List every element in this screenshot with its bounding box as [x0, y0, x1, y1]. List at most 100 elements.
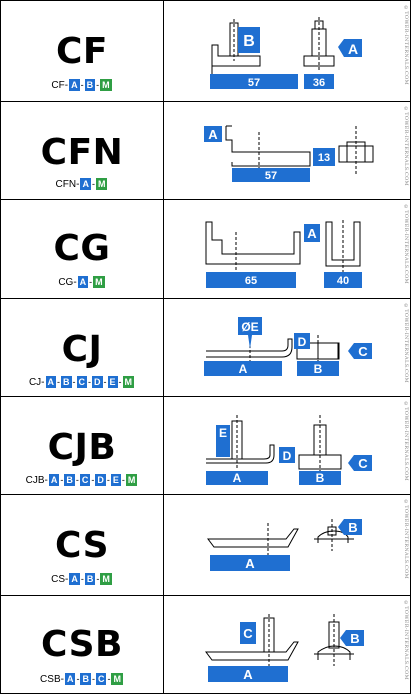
dim-e-arrow — [248, 335, 252, 349]
param-m: M — [100, 79, 112, 91]
width-57-label: 57 — [248, 77, 260, 89]
watermark: ©TOWER-INTERNALS.COM — [403, 5, 409, 85]
code-cell: CFN CFN-A-M — [1, 102, 164, 199]
param-e: E — [110, 474, 121, 486]
diagram-cell: C B A ©TOWER-INTERNALS.COM — [164, 596, 410, 693]
row-csb: CSB CSB-A-B-C-M C B — [1, 596, 410, 693]
dim-c-tag — [348, 455, 372, 471]
part-number: CFN-A-M — [55, 178, 108, 190]
param-m: M — [111, 673, 123, 685]
code-cell: CS CS-A-B-M — [1, 495, 164, 595]
param-c: C — [95, 673, 107, 685]
param-a: A — [77, 276, 89, 288]
part-number: CJB-A-B-C-D-E-M — [25, 474, 138, 486]
csb-diagram: C B A — [205, 614, 364, 682]
diagram-cell: A 65 40 ©TOWER-INTERNALS.COM — [164, 200, 410, 298]
dim-b-label: B — [314, 362, 323, 376]
width-40-bar — [324, 272, 362, 288]
code-cell: CF CF-A-B-M — [1, 1, 164, 101]
param-c: C — [76, 376, 88, 388]
dim-a-bar — [206, 471, 268, 485]
dim-b-bar — [297, 361, 339, 376]
watermark: ©TOWER-INTERNALS.COM — [403, 204, 409, 284]
dim-c-label: C — [358, 456, 368, 471]
watermark: ©TOWER-INTERNALS.COM — [403, 600, 409, 680]
part-prefix: CF- — [51, 79, 69, 91]
width-65-label: 65 — [245, 275, 257, 287]
width-36-label: 36 — [313, 77, 325, 89]
part-number: CJ-A-B-C-D-E-M — [28, 376, 135, 388]
height-13-box — [313, 148, 335, 166]
param-d: D — [95, 474, 106, 486]
dim-b-tag — [338, 519, 362, 535]
param-m: M — [95, 178, 108, 190]
part-prefix: CFN- — [55, 178, 80, 190]
row-cs: CS CS-A-B-M B A ©TOWER-INTERNA — [1, 495, 410, 596]
part-number: CS-A-B-M — [51, 573, 112, 585]
dim-a-bar — [208, 666, 288, 682]
width-57-label: 57 — [265, 170, 277, 182]
diagram-cell: ØE D C A B ©TOWER-INTERNALS.COM — [164, 299, 410, 396]
diagram-cell: A 13 57 ©TOWER-INTERNALS.COM — [164, 102, 410, 199]
dim-b-box — [238, 27, 260, 53]
width-57-bar — [232, 168, 310, 182]
row-cj: CJ CJ-A-B-C-D-E-M ØE D C — [1, 299, 410, 397]
width-57-bar — [210, 74, 298, 89]
param-m: M — [100, 573, 112, 585]
dim-a-box — [204, 126, 222, 142]
row-cfn: CFN CFN-A-M A 13 57 — [1, 102, 410, 200]
dim-c-tag — [348, 343, 372, 359]
diagram-cell: E D C A B ©TOWER-INTERNALS.COM — [164, 397, 410, 494]
part-prefix: CSB- — [40, 673, 64, 685]
param-m: M — [93, 276, 105, 288]
param-a: A — [64, 673, 76, 685]
cg-diagram: A 65 40 — [205, 220, 362, 288]
dim-d-box — [294, 333, 310, 349]
param-b: B — [84, 79, 96, 91]
row-cjb: CJB CJB-A-B-C-D-E-M E D C — [1, 397, 410, 495]
product-code: CSB — [41, 624, 123, 665]
dim-c-label: C — [358, 344, 368, 359]
part-prefix: CJ- — [28, 376, 45, 388]
cf-diagram: B A 57 36 — [210, 17, 362, 89]
dim-a-label: A — [243, 667, 253, 682]
code-cell: CJ CJ-A-B-C-D-E-M — [1, 299, 164, 396]
code-cell: CG CG-A-M — [1, 200, 164, 298]
dim-b-bar — [299, 471, 341, 485]
product-code: CJB — [47, 427, 117, 468]
part-number: CF-A-B-M — [51, 79, 112, 91]
dim-b-label: B — [348, 520, 357, 535]
dim-b-label: B — [243, 33, 255, 50]
param-m: M — [125, 474, 138, 486]
width-65-bar — [206, 272, 296, 288]
watermark: ©TOWER-INTERNALS.COM — [403, 401, 409, 481]
watermark: ©TOWER-INTERNALS.COM — [403, 303, 409, 383]
param-a: A — [80, 178, 91, 190]
dim-e-box — [238, 317, 262, 335]
part-number: CG-A-M — [58, 276, 105, 288]
diagram-cell: B A ©TOWER-INTERNALS.COM — [164, 495, 410, 595]
width-36-bar — [304, 74, 334, 89]
dim-a-box — [304, 224, 320, 242]
dim-a-bar — [204, 361, 282, 376]
param-a: A — [69, 79, 80, 91]
dim-a-label: A — [208, 127, 218, 142]
param-b: B — [84, 573, 96, 585]
code-cell: CJB CJB-A-B-C-D-E-M — [1, 397, 164, 494]
dim-a-tag — [338, 39, 362, 57]
param-a: A — [48, 474, 60, 486]
dim-e-label: ØE — [241, 320, 258, 334]
row-cf: CF CF-A-B-M B A — [1, 1, 410, 102]
param-a: A — [45, 376, 57, 388]
product-code: CFN — [40, 132, 124, 173]
param-m: M — [122, 376, 135, 388]
param-a: A — [69, 573, 80, 585]
dim-d-label: D — [298, 335, 307, 349]
row-cg: CG CG-A-M A 65 40 ©TOWER-INTERNALS. — [1, 200, 410, 299]
dim-e-box — [216, 425, 230, 457]
dim-a-bar — [210, 555, 290, 571]
diagram-cell: B A 57 36 ©TOWER-INTERNALS.COM — [164, 1, 410, 101]
height-13-label: 13 — [318, 152, 330, 164]
param-d: D — [92, 376, 103, 388]
